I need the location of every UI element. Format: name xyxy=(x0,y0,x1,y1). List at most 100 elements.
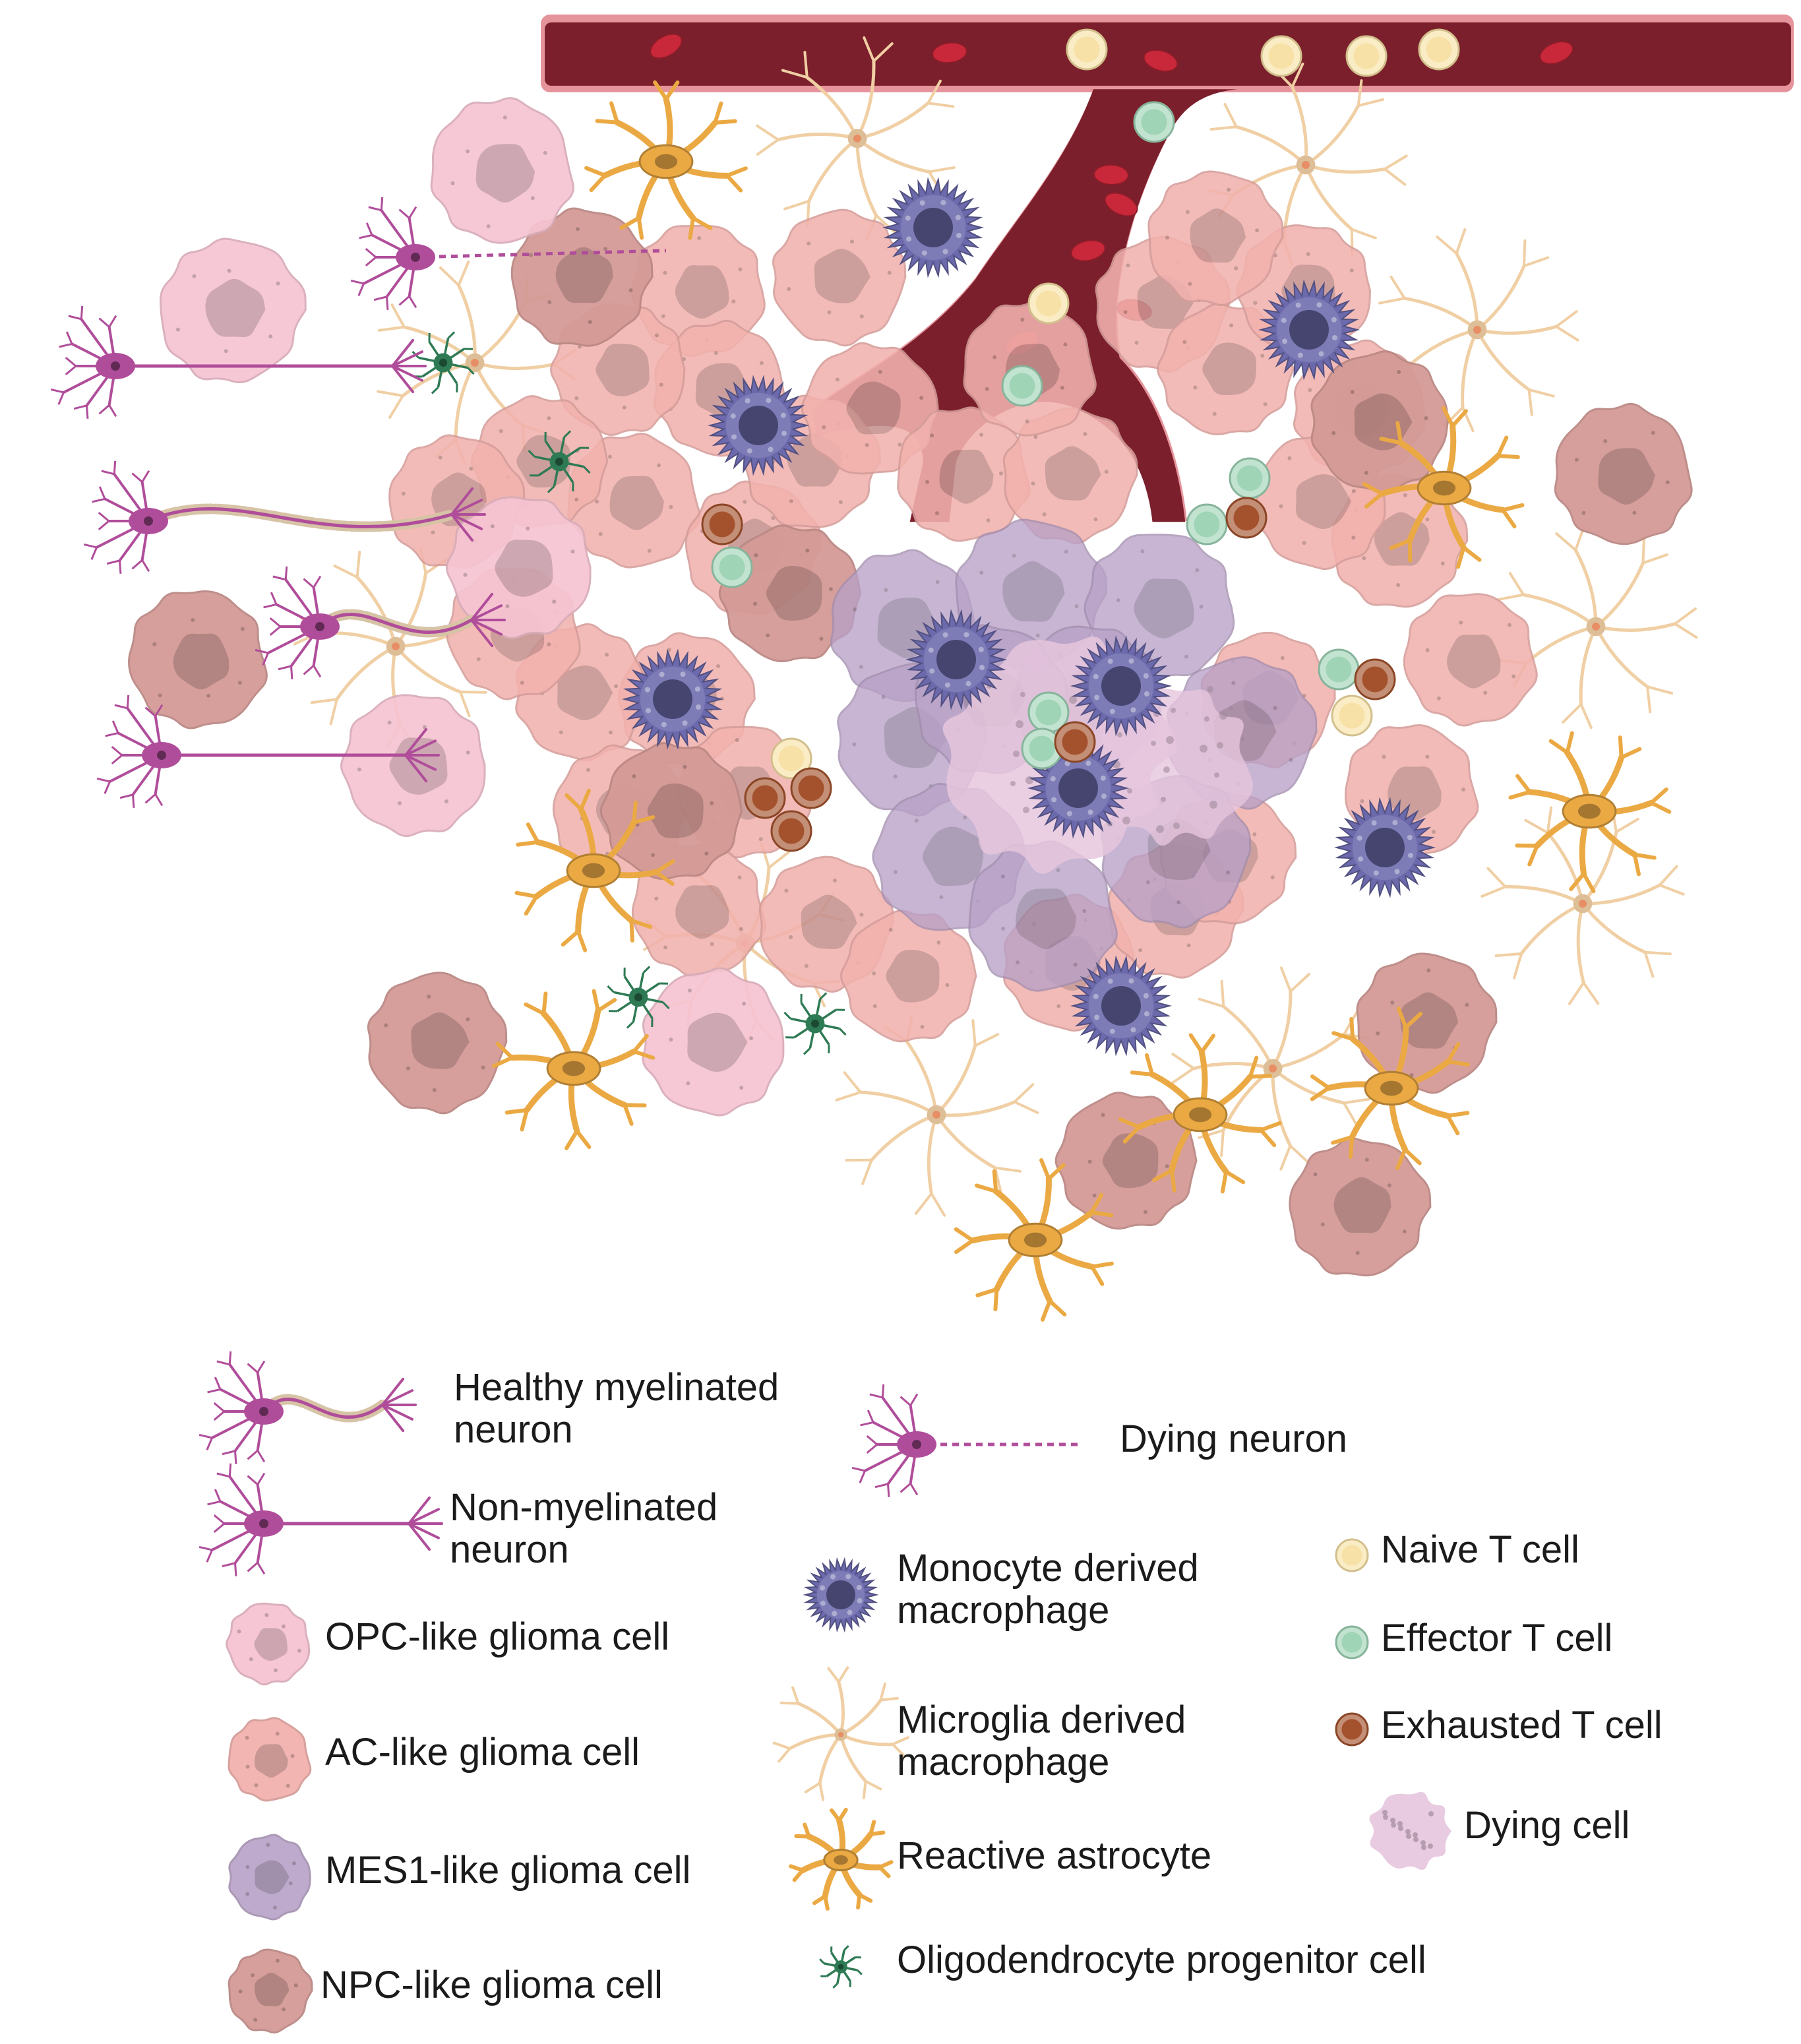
legend-label-effector-t-cell: Effector T cell xyxy=(1381,1617,1613,1659)
red-blood-cell xyxy=(1143,49,1178,73)
legend-icon-dying-neuron-soma xyxy=(851,1384,936,1497)
microglia-derived-macrophage xyxy=(1378,228,1579,433)
ac-like-glioma-cell xyxy=(772,208,907,347)
monocyte-derived-macrophage xyxy=(707,375,810,476)
legend-icon-dying-cell xyxy=(1369,1791,1451,1871)
exhausted-t-cell xyxy=(701,503,743,545)
naive-t-cell xyxy=(1345,35,1388,77)
microglia-derived-macrophage xyxy=(835,1015,1039,1217)
red-blood-cell xyxy=(1070,239,1106,262)
effector-t-cell xyxy=(1021,728,1063,770)
legend-label-oligodendrocyte-progenitor-cell: Oligodendrocyte progenitor cell xyxy=(897,1938,1426,1981)
tumor-mass xyxy=(128,36,1698,1322)
ac-like-glioma-cell xyxy=(1147,170,1284,306)
exhausted-t-cell xyxy=(1225,497,1267,539)
legend-icon-naive-t-cell xyxy=(1335,1538,1369,1572)
effector-t-cell xyxy=(1229,457,1271,499)
dying-neuron xyxy=(350,197,667,310)
non-myelinated-neuron-soma xyxy=(96,695,181,808)
reactive-astrocyte xyxy=(1118,1033,1282,1194)
effector-t-cell xyxy=(1186,503,1228,545)
exhausted-t-cell xyxy=(1054,721,1096,763)
npc-like-glioma-cell xyxy=(599,742,743,881)
reactive-astrocyte xyxy=(491,989,656,1150)
legend-icon-monocyte-derived-macrophage xyxy=(803,1557,879,1633)
reactive-astrocyte xyxy=(514,788,675,952)
monocyte-derived-macrophage xyxy=(1070,635,1173,737)
opc-like-glioma-cell xyxy=(642,967,785,1117)
npc-like-glioma-cell xyxy=(1310,350,1449,495)
naive-t-cell xyxy=(1331,695,1373,737)
neurons-group xyxy=(50,197,667,808)
microglia-derived-macrophage xyxy=(1480,805,1685,1005)
effector-t-cell xyxy=(1001,365,1043,407)
non-myelinated-neuron xyxy=(96,695,440,808)
opc-like-glioma-cell xyxy=(446,496,592,639)
monocyte-derived-macrophage xyxy=(882,177,985,278)
red-blood-cell xyxy=(1093,164,1129,186)
npc-like-glioma-cell xyxy=(718,524,862,663)
legend-label-opc-like-glioma-cell: OPC-like glioma cell xyxy=(325,1615,670,1658)
legend-icon-oligodendrocyte-progenitor-cell xyxy=(819,1945,863,1989)
exhausted-t-cell xyxy=(1354,658,1396,700)
effector-t-cell xyxy=(1133,101,1175,143)
legend-label-dying-neuron: Dying neuron xyxy=(1120,1417,1347,1460)
legend-icon-effector-t-cell xyxy=(1335,1625,1369,1659)
healthy-myelinated-neuron-soma xyxy=(255,566,340,679)
legend-label-ac-like-glioma-cell: AC-like glioma cell xyxy=(325,1731,640,1774)
naive-t-cell xyxy=(1260,35,1302,77)
healthy-myelinated-neuron-soma xyxy=(83,460,168,574)
reactive-astrocyte xyxy=(1362,406,1525,569)
oligodendrocyte-progenitor-cell xyxy=(528,430,591,493)
npc-like-glioma-cell xyxy=(1289,1137,1432,1277)
legend-icon-exhausted-t-cell xyxy=(1335,1712,1369,1747)
red-blood-cell xyxy=(932,42,967,64)
opc-like-glioma-cell xyxy=(159,237,307,384)
ac-like-glioma-cell xyxy=(1403,593,1538,727)
legend-label-microglia-derived-macrophage: Microglia derived macrophage xyxy=(897,1698,1186,1783)
oligodendrocyte-progenitor-cell xyxy=(607,966,670,1029)
legend-icon-healthy-myelinated-neuron-soma xyxy=(198,1351,284,1464)
legend-label-reactive-astrocyte: Reactive astrocyte xyxy=(897,1834,1212,1877)
non-myelinated-neuron-soma xyxy=(50,305,135,419)
naive-t-cell xyxy=(1066,28,1108,71)
legend-label-mes1-like-glioma-cell: MES1-like glioma cell xyxy=(325,1849,691,1892)
oligodendrocyte-progenitor-cell xyxy=(783,992,847,1055)
ac-like-glioma-cell xyxy=(897,406,1031,542)
effector-t-cell xyxy=(711,546,753,588)
legend-icon-dying-neuron xyxy=(851,1384,1082,1497)
legend-icon-healthy-myelinated-neuron xyxy=(198,1351,417,1464)
legend-icon-opc-like-glioma-cell xyxy=(226,1602,311,1686)
legend-icon-ac-like-glioma-cell xyxy=(228,1717,312,1802)
monocyte-derived-macrophage xyxy=(1258,279,1360,381)
npc-like-glioma-cell xyxy=(1054,1092,1198,1230)
legend-icon-npc-like-glioma-cell xyxy=(228,1948,313,2034)
mes1-like-glioma-cell xyxy=(968,840,1118,992)
npc-like-glioma-cell xyxy=(128,590,268,729)
red-blood-cell xyxy=(650,33,683,59)
exhausted-t-cell xyxy=(770,810,812,852)
legend-icon-microglia-derived-macrophage xyxy=(772,1666,910,1801)
reactive-astrocyte xyxy=(1508,731,1672,894)
dying-neuron-soma xyxy=(350,197,435,310)
healthy-myelinated-neuron xyxy=(255,566,506,679)
monocyte-derived-macrophage xyxy=(1070,955,1173,1057)
reactive-astrocyte xyxy=(1310,1007,1470,1170)
non-myelinated-neuron xyxy=(50,305,427,419)
legend-icon-mes1-like-glioma-cell xyxy=(228,1834,311,1921)
red-blood-cell xyxy=(1539,41,1573,65)
naive-t-cell xyxy=(770,737,812,780)
legend-label-naive-t-cell: Naive T cell xyxy=(1381,1528,1579,1571)
monocyte-derived-macrophage xyxy=(621,648,724,750)
npc-like-glioma-cell xyxy=(1554,402,1693,545)
monocyte-derived-macrophage xyxy=(1333,797,1436,898)
legend-label-npc-like-glioma-cell: NPC-like glioma cell xyxy=(321,1964,663,2006)
naive-t-cell xyxy=(1418,28,1460,71)
ac-like-glioma-cell xyxy=(1002,407,1138,544)
immune-cells-group xyxy=(621,28,1460,1057)
legend-label-healthy-myelinated-neuron: Healthy myelinated neuron xyxy=(454,1366,779,1451)
ac-like-glioma-cell xyxy=(839,910,977,1043)
red-blood-cell xyxy=(1104,192,1138,217)
legend-icons xyxy=(198,1351,1451,2034)
reactive-astrocyte xyxy=(584,80,748,240)
